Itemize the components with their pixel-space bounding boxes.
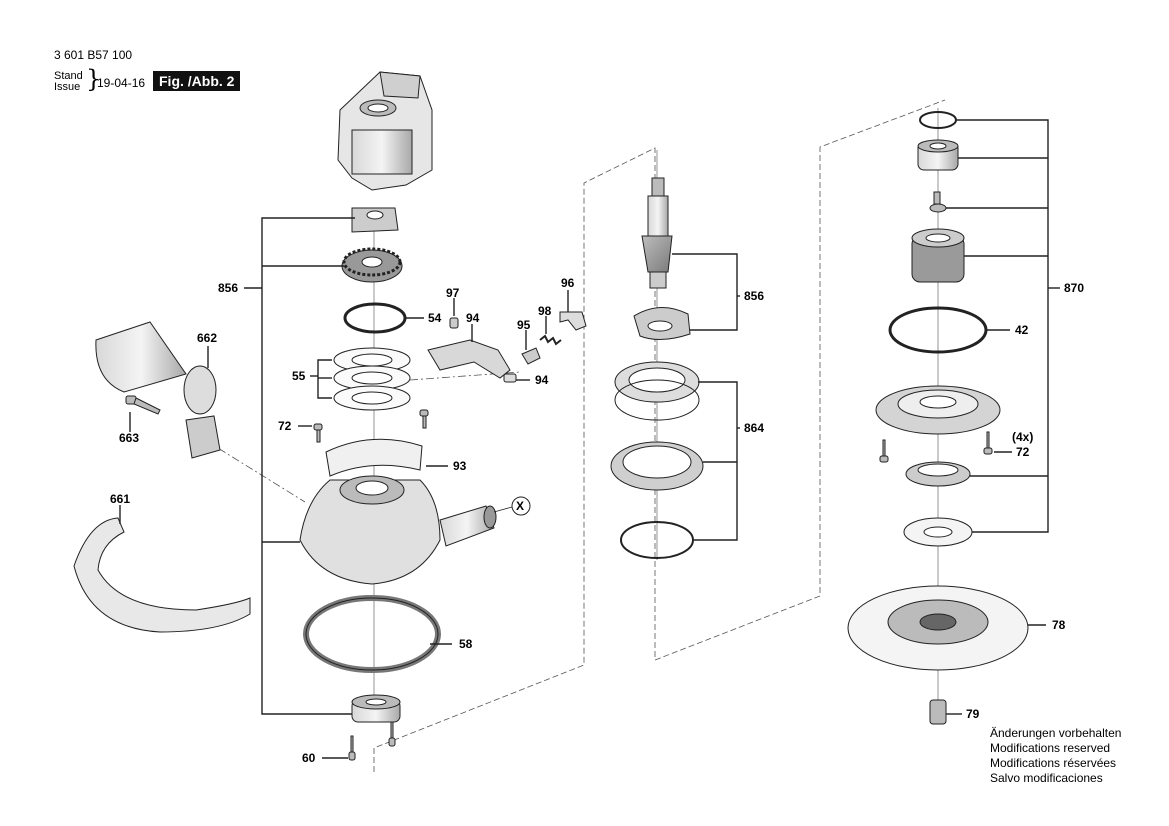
gear-segment-856 — [633, 307, 691, 340]
callout-864: 864 — [744, 421, 764, 435]
callout-870: 870 — [1064, 281, 1084, 295]
figure-label: Fig. /Abb. 2 — [153, 71, 241, 91]
callout-72-left: 72 — [278, 419, 292, 433]
retaining-ring — [620, 521, 694, 559]
callout-97: 97 — [446, 286, 460, 300]
small-part-94 — [503, 373, 517, 383]
callout-labels: 856 662 663 661 97 94 54 55 95 98 96 94 … — [110, 276, 1084, 765]
part-number: 3 601 B57 100 — [54, 48, 133, 62]
bevel-gear — [341, 247, 403, 283]
o-ring-54 — [343, 302, 407, 334]
callout-661: 661 — [110, 492, 130, 506]
base-housing — [299, 475, 497, 585]
bearing-flange — [875, 385, 1001, 435]
sanding-pad-78 — [847, 585, 1029, 671]
note-es: Salvo modificaciones — [990, 771, 1103, 785]
seal-ring-58 — [303, 595, 441, 673]
side-handle-662 — [95, 321, 221, 459]
callout-4x: (4x) — [1012, 430, 1033, 444]
callout-60: 60 — [302, 751, 316, 765]
bearing-870 — [917, 139, 959, 171]
dashed-outlines — [204, 99, 946, 772]
seal-ring-870 — [905, 461, 971, 487]
lock-lever-94 — [427, 339, 511, 379]
clip-96 — [559, 311, 587, 331]
callout-72-right: 72 — [1016, 445, 1030, 459]
callout-856-left: 856 — [218, 281, 238, 295]
note-fr: Modifications réservées — [990, 756, 1117, 770]
callout-x: X — [516, 499, 524, 513]
dust-guard-661 — [73, 517, 251, 633]
pinion-870 — [911, 228, 965, 283]
bearing-60 — [351, 694, 401, 723]
callout-93: 93 — [453, 459, 467, 473]
brace-symbol: } — [86, 65, 102, 93]
modification-notes: Änderungen vorbehalten Modifications res… — [990, 726, 1121, 786]
stand-issue-label: Stand Issue — [54, 71, 83, 93]
button-95 — [521, 347, 541, 365]
callout-79: 79 — [966, 707, 980, 721]
gear-cover-cap — [351, 207, 399, 233]
callout-95: 95 — [517, 318, 531, 332]
callout-78: 78 — [1052, 618, 1066, 632]
seal-864 — [610, 441, 704, 491]
washer-870 — [903, 517, 973, 547]
screws-60 — [348, 721, 396, 761]
callout-98: 98 — [538, 304, 552, 318]
gear-housing — [337, 71, 433, 191]
spindle-shaft — [641, 177, 673, 289]
callout-663: 663 — [119, 431, 139, 445]
callout-94-top: 94 — [466, 311, 480, 325]
guard-bracket-93 — [325, 438, 423, 477]
pin-97 — [449, 317, 459, 329]
issue-label: Issue — [54, 81, 81, 93]
callout-856-middle: 856 — [744, 289, 764, 303]
stand-label: Stand — [54, 70, 83, 82]
note-de: Änderungen vorbehalten — [990, 726, 1122, 740]
callout-42: 42 — [1015, 323, 1029, 337]
callout-96: 96 — [561, 276, 575, 290]
note-en: Modifications reserved — [990, 741, 1111, 755]
leader-lines — [119, 119, 1060, 759]
gaskets-55 — [333, 347, 411, 411]
bearing-ring-864 — [614, 361, 700, 421]
callout-58: 58 — [459, 637, 473, 651]
callout-662: 662 — [197, 331, 217, 345]
callout-54: 54 — [428, 311, 442, 325]
screw-870 — [929, 191, 947, 213]
screw-79 — [929, 699, 947, 725]
spring-98 — [539, 334, 562, 346]
callout-94-bottom: 94 — [535, 373, 549, 387]
x-marker — [493, 496, 531, 516]
issue-date: 19-04-16 — [97, 76, 146, 90]
screws-72-right — [879, 431, 993, 463]
screw-663 — [125, 395, 161, 415]
callout-55: 55 — [292, 369, 306, 383]
screws-72 — [313, 409, 429, 443]
